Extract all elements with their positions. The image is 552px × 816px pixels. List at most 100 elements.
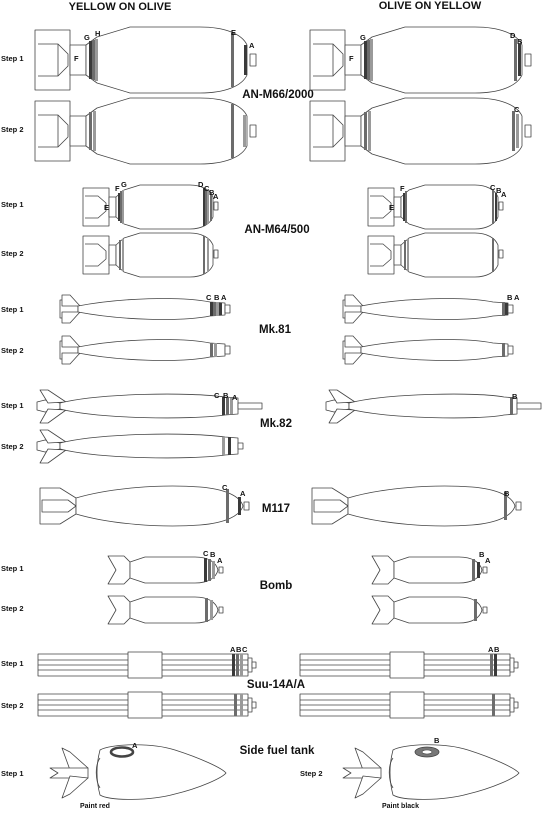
marker-label: A: [230, 645, 236, 654]
marker-label: F: [74, 54, 79, 63]
section-an-m66: AN-M66/2000 Step 1 Step 2 G H F E A: [1, 26, 532, 165]
marker-label: B: [504, 489, 510, 498]
marker-label: B: [517, 37, 523, 46]
section-title-m117: M117: [262, 503, 290, 515]
section-title-mk81: Mk.81: [259, 324, 292, 336]
section-bomb: Bomb Step 1 Step 2 C B A B A: [1, 549, 491, 625]
step-label: Step 2: [1, 125, 24, 134]
an-m64-right-step1: F E C B A: [367, 183, 507, 230]
an-m66-right-step2: C: [309, 97, 532, 165]
marker-label: A: [217, 556, 223, 565]
marker-label: E: [231, 28, 236, 37]
suu14-right-step2: [299, 691, 519, 719]
m117-left-step1: C A: [39, 483, 250, 527]
marker-label: C: [242, 645, 248, 654]
an-m66-left-step1: G H F E A: [34, 26, 257, 94]
marker-label: B: [496, 186, 502, 195]
bomb-left-step2: [107, 595, 224, 625]
an-m66-right-step1: G F D B: [309, 26, 532, 94]
marker-label: B: [434, 736, 440, 745]
marker-label: H: [95, 29, 100, 38]
marker-label: B: [209, 188, 215, 197]
step-label: Step 1: [1, 305, 24, 314]
marker-label: C: [514, 105, 520, 114]
step-label: Step 2: [1, 604, 24, 613]
an-m66-left-step2: [34, 97, 257, 165]
marker-label: B: [512, 392, 518, 401]
marker-label: A: [514, 293, 520, 302]
marker-label: A: [249, 41, 255, 50]
step-label: Step 1: [1, 769, 24, 778]
section-title-mk82: Mk.82: [260, 418, 292, 430]
suu14-left-step2: [37, 691, 257, 719]
section-suu14: Suu-14A/A Step 1 Step 2 A B C: [1, 645, 519, 719]
marker-label: A: [221, 293, 227, 302]
marker-label: C: [490, 183, 496, 192]
an-m64-left-step2: [82, 232, 219, 278]
marker-label: C: [214, 391, 220, 400]
section-title-an-m66: AN-M66/2000: [242, 89, 314, 101]
column-header-left: YELLOW ON OLIVE: [69, 1, 172, 13]
marker-label: A: [488, 645, 494, 654]
marker-label: F: [349, 54, 354, 63]
marker-label: G: [121, 180, 127, 189]
marker-label: G: [360, 33, 366, 42]
marker-label: B: [236, 645, 242, 654]
mk82-left-step2: [36, 429, 244, 464]
marker-label: D: [198, 180, 204, 189]
mk82-left-step1: C B A: [36, 389, 263, 424]
marker-label: F: [115, 184, 120, 193]
bomb-right-step1: B A: [371, 550, 491, 585]
fuel-tank-note-left: Paint red: [80, 803, 110, 810]
marker-label: A: [485, 556, 491, 565]
fuel-tank-left: A Paint red: [49, 741, 227, 810]
mk81-left-step1: C B A: [59, 293, 231, 324]
marker-label: G: [84, 33, 90, 42]
m117-right-step1: B: [311, 485, 522, 527]
marker-label: A: [501, 190, 507, 199]
step-label: Step 1: [1, 401, 24, 410]
column-header-right: OLIVE ON YELLOW: [379, 0, 482, 12]
section-an-m64: AN-M64/500 Step 1 Step 2 F G E D C B A: [1, 180, 507, 278]
bomb-left-step1: C B A: [107, 549, 224, 585]
section-title-an-m64: AN-M64/500: [244, 224, 309, 236]
marker-label: C: [206, 293, 212, 302]
marker-label: B: [223, 391, 229, 400]
marker-label: B: [507, 293, 513, 302]
marker-label: E: [389, 203, 394, 212]
marker-label: A: [132, 741, 138, 750]
step-label: Step 2: [1, 346, 24, 355]
fuel-tank-right: B Paint black: [342, 736, 520, 810]
marker-label: C: [204, 184, 210, 193]
step-label: Step 1: [1, 564, 24, 573]
mk81-right-step1: B A: [342, 293, 520, 324]
step-label: Step 1: [1, 54, 24, 63]
step-label: Step 1: [1, 200, 24, 209]
mk81-right-step2: [342, 335, 514, 365]
marker-label: A: [240, 489, 246, 498]
step-label: Step 2: [1, 442, 24, 451]
an-m64-left-step1: F G E D C B A: [82, 180, 219, 230]
marker-label: B: [214, 293, 220, 302]
section-fuel-tank: Side fuel tank Step 1 Step 2 A Paint red…: [1, 736, 520, 810]
section-title-suu14: Suu-14A/A: [247, 679, 305, 691]
suu14-right-step1: A B: [299, 645, 519, 679]
marker-label: C: [203, 549, 209, 558]
marker-label: A: [213, 192, 219, 201]
marker-label: B: [210, 550, 216, 559]
section-title-fuel-tank: Side fuel tank: [240, 745, 315, 757]
marker-label: B: [494, 645, 500, 654]
step-label: Step 2: [1, 701, 24, 710]
mk81-left-step2: [59, 335, 231, 365]
step-label: Step 2: [1, 249, 24, 258]
section-m117: M117 C A B: [39, 483, 522, 527]
section-mk82: Mk.82 Step 1 Step 2 C B A B: [1, 389, 542, 464]
an-m64-right-step2: [367, 232, 504, 278]
bomb-right-step2: [371, 595, 488, 625]
suu14-left-step1: A B C: [37, 645, 257, 679]
mk82-right-step1: B: [325, 389, 542, 424]
marker-label: B: [479, 550, 485, 559]
section-mk81: Mk.81 Step 1 Step 2 C B A B A: [1, 293, 520, 365]
